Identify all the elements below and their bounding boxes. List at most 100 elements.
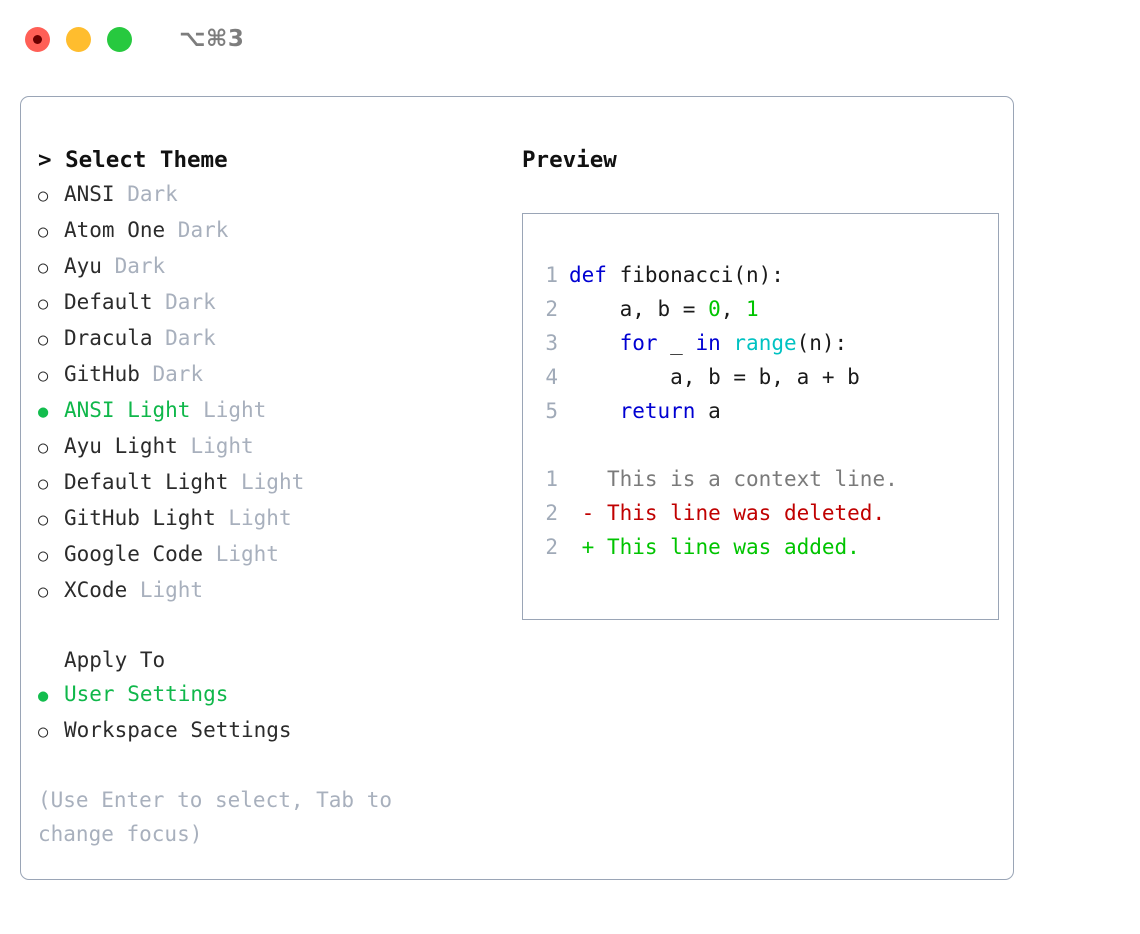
line-number: 1 bbox=[545, 263, 558, 287]
line-number: 2 bbox=[545, 297, 558, 321]
theme-variant-tag: Dark bbox=[177, 218, 229, 242]
radio-unselected-icon: ○ bbox=[38, 546, 49, 566]
theme-option-ayu[interactable]: ○Ayu Dark bbox=[38, 249, 500, 285]
radio-unselected-icon: ○ bbox=[38, 186, 49, 206]
theme-option-atom-one[interactable]: ○ Atom One Dark bbox=[38, 213, 500, 249]
line-number: 5 bbox=[545, 399, 558, 423]
code-token-plain bbox=[569, 331, 620, 355]
diff-line-add: 2 + This line was added. bbox=[523, 530, 998, 564]
minimize-button-icon[interactable] bbox=[66, 26, 91, 52]
maximize-button-icon[interactable] bbox=[107, 26, 132, 52]
diff-marker: + bbox=[569, 535, 595, 559]
line-number: 2 bbox=[545, 535, 558, 559]
code-token-plain: a, b = b, a + b bbox=[569, 365, 860, 389]
window-controls bbox=[25, 26, 132, 52]
theme-option-google-code[interactable]: ○Google Code Light bbox=[38, 537, 500, 573]
radio-unselected-icon: ○ bbox=[38, 366, 49, 386]
theme-option-github-light[interactable]: ○ GitHub Light Light bbox=[38, 501, 500, 537]
apply-to-list: ●User Settings ○ Workspace Settings bbox=[38, 677, 500, 749]
code-token-plain: (n): bbox=[796, 331, 848, 355]
theme-option-ayu-light[interactable]: ○ Ayu Light Light bbox=[38, 429, 500, 465]
keyboard-shortcut-label: ⌥⌘3 bbox=[179, 26, 245, 52]
code-line-content: for _ in range(n): bbox=[569, 326, 848, 360]
theme-name-label: GitHub Light bbox=[64, 506, 229, 530]
radio-selected-icon: ● bbox=[38, 402, 49, 422]
code-token-plain bbox=[569, 399, 620, 423]
diff-line-ctx: 1 This is a context line. bbox=[523, 462, 998, 496]
theme-name-label: Ayu Light bbox=[64, 434, 191, 458]
code-line-content: a, b = 0, 1 bbox=[569, 292, 759, 326]
theme-variant-tag: Dark bbox=[152, 362, 204, 386]
apply-to-option-user-settings[interactable]: ●User Settings bbox=[38, 677, 500, 713]
radio-unselected-icon: ○ bbox=[38, 222, 49, 242]
line-number: 3 bbox=[545, 331, 558, 355]
theme-name-label: Atom One bbox=[64, 218, 178, 242]
theme-variant-tag: Light bbox=[139, 578, 204, 602]
theme-name-label: ANSI bbox=[64, 182, 128, 206]
code-line: 5 return a bbox=[523, 394, 998, 428]
theme-variant-tag: Light bbox=[190, 434, 254, 458]
theme-variant-tag: Dark bbox=[114, 254, 166, 278]
code-line-content: def fibonacci(n): bbox=[569, 258, 784, 292]
code-line: 2 a, b = 0, 1 bbox=[523, 292, 998, 326]
select-theme-heading: > Select Theme bbox=[38, 147, 228, 173]
theme-option-xcode[interactable]: ○ XCode Light bbox=[38, 573, 500, 609]
radio-unselected-icon: ○ bbox=[38, 330, 49, 350]
theme-list: ○ANSI Dark○Atom One Dark○Ayu Dark○Defaul… bbox=[38, 177, 500, 609]
theme-variant-tag: Dark bbox=[127, 182, 178, 206]
code-token-plain: , bbox=[720, 297, 747, 321]
theme-option-default[interactable]: ○Default Dark bbox=[38, 285, 500, 321]
diff-text: This line was deleted. bbox=[594, 501, 886, 525]
window-titlebar: ⌥⌘3 bbox=[0, 0, 1140, 78]
radio-unselected-icon: ○ bbox=[38, 438, 49, 458]
recording-indicator-icon bbox=[33, 34, 42, 44]
theme-option-github[interactable]: ○GitHub Dark bbox=[38, 357, 500, 393]
radio-unselected-icon: ○ bbox=[38, 510, 49, 530]
close-button-icon[interactable] bbox=[25, 26, 50, 52]
code-token-plain: _ bbox=[657, 331, 696, 355]
apply-to-heading: Apply To bbox=[64, 648, 166, 672]
theme-option-dracula[interactable]: ○ Dracula Dark bbox=[38, 321, 500, 357]
diff-marker bbox=[569, 462, 594, 496]
radio-unselected-icon: ○ bbox=[38, 582, 49, 602]
theme-variant-tag: Light bbox=[241, 470, 305, 494]
diff-line-del: 2 - This line was deleted. bbox=[523, 496, 998, 530]
theme-name-label: Dracula bbox=[64, 326, 166, 350]
diff-marker: - bbox=[569, 501, 595, 525]
main-frame: > Select Theme ○ANSI Dark○Atom One Dark○… bbox=[20, 96, 1014, 880]
code-token-num: 0 bbox=[708, 297, 721, 321]
apply-to-label: Workspace Settings bbox=[64, 718, 292, 742]
code-diff-separator bbox=[523, 428, 998, 462]
radio-unselected-icon: ○ bbox=[38, 722, 49, 742]
keyboard-hint-text: (Use Enter to select, Tab to change focu… bbox=[38, 788, 405, 846]
diff-sample: 1 This is a context line.2 - This line w… bbox=[523, 462, 998, 564]
code-token-plain bbox=[721, 331, 734, 355]
code-token-plain: fibonacci(n): bbox=[619, 263, 784, 287]
theme-variant-tag: Light bbox=[228, 506, 292, 530]
theme-variant-tag: Dark bbox=[165, 326, 216, 350]
apply-to-label: User Settings bbox=[64, 682, 229, 706]
theme-option-ansi-light[interactable]: ●ANSI Light Light bbox=[38, 393, 500, 429]
diff-text: This is a context line. bbox=[594, 467, 898, 491]
theme-variant-tag: Light bbox=[215, 542, 279, 566]
line-number: 4 bbox=[545, 365, 558, 389]
preview-heading: Preview bbox=[522, 147, 617, 173]
apply-to-option-workspace-settings[interactable]: ○ Workspace Settings bbox=[38, 713, 500, 749]
radio-unselected-icon: ○ bbox=[38, 474, 49, 494]
code-token-kw: in bbox=[695, 331, 721, 355]
theme-option-default-light[interactable]: ○Default Light Light bbox=[38, 465, 500, 501]
theme-variant-tag: Dark bbox=[165, 290, 216, 314]
code-line: 4 a, b = b, a + b bbox=[523, 360, 998, 394]
code-line-content: return a bbox=[569, 394, 721, 428]
theme-name-label: XCode bbox=[64, 578, 140, 602]
code-line: 1 def fibonacci(n): bbox=[523, 258, 998, 292]
line-number: 2 bbox=[545, 501, 558, 525]
theme-name-label: Default bbox=[64, 290, 166, 314]
code-token-kw: def bbox=[569, 263, 620, 287]
theme-variant-tag: Light bbox=[203, 398, 267, 422]
theme-option-ansi[interactable]: ○ ANSI Dark bbox=[38, 177, 500, 213]
